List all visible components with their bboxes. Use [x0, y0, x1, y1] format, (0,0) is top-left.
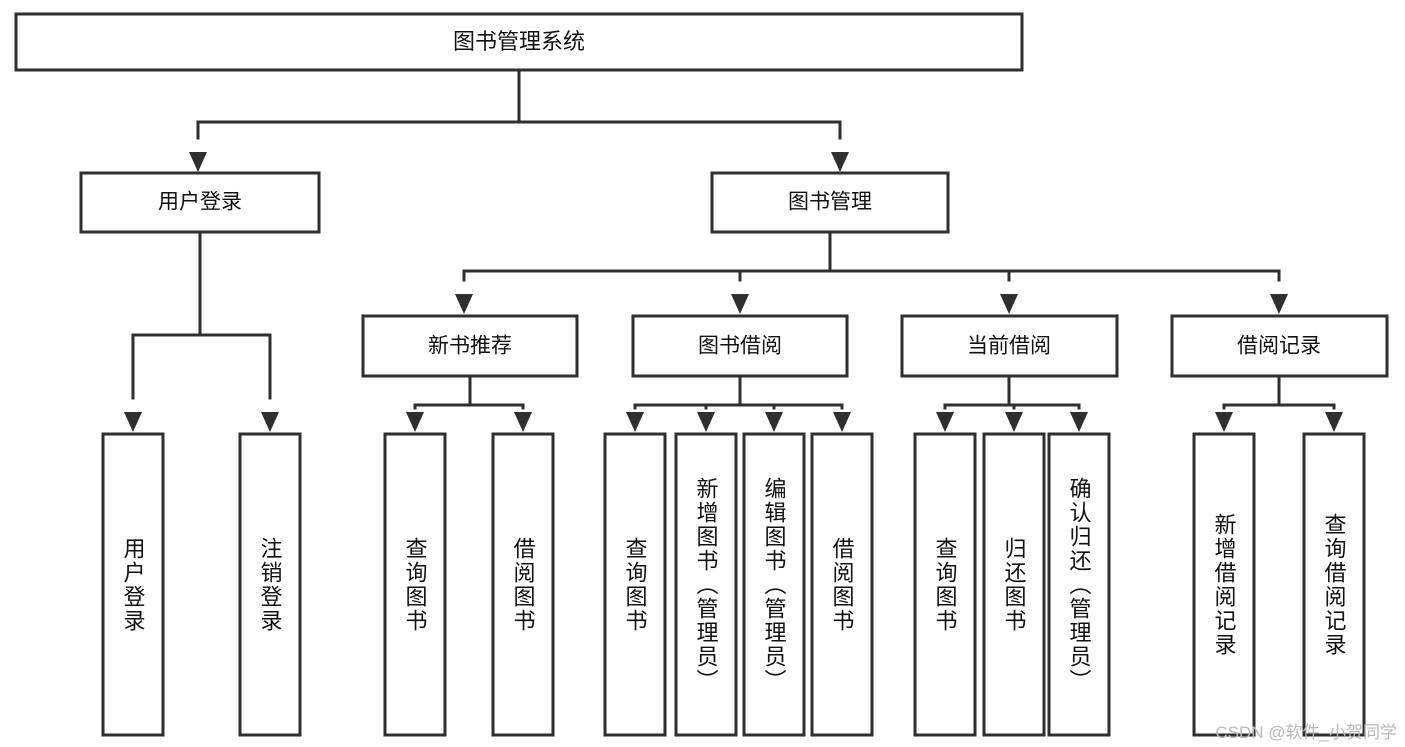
leaf-label: 注销登录 — [258, 537, 283, 633]
leaf-box[interactable] — [1302, 432, 1366, 737]
arrow-head-icon — [833, 412, 851, 432]
current-borrow-label: 当前借阅 — [967, 335, 1051, 358]
arrow-head-icon — [1215, 412, 1233, 432]
user-login-label: 用户登录 — [158, 191, 242, 214]
leaf-box[interactable] — [674, 432, 738, 737]
root-label: 图书管理系统 — [453, 29, 585, 54]
leaf-box[interactable] — [1047, 432, 1111, 737]
leaf-label: 查询图书 — [933, 537, 958, 633]
csdn-watermark: CSDN @软件_小贺同学 — [1215, 723, 1397, 742]
user-login-box[interactable] — [79, 171, 321, 234]
leaf-box[interactable] — [238, 432, 302, 737]
connector-userlogin-to-leaves — [124, 230, 279, 432]
leaf-node[interactable]: 用户登录 — [101, 432, 165, 737]
node-user-login[interactable]: 用户登录 — [79, 171, 321, 234]
leaf-box[interactable] — [603, 432, 667, 737]
arrow-head-icon — [1070, 412, 1088, 432]
leaf-node[interactable]: 查询图书 — [383, 432, 447, 737]
arrow-head-icon — [1270, 294, 1288, 314]
connector-currentborrow-to-leaves — [936, 374, 1088, 432]
leaf-node[interactable]: 借阅图书 — [810, 432, 874, 737]
arrow-head-icon — [406, 412, 424, 432]
leaf-label: 用户登录 — [121, 537, 146, 633]
leaf-box[interactable] — [742, 432, 806, 737]
leaf-node[interactable]: 注销登录 — [238, 432, 302, 737]
connector-bookmgmt-to-level2 — [455, 230, 1288, 314]
book-management-label: 图书管理 — [788, 191, 872, 214]
leaf-node[interactable]: 查询借阅记录 — [1302, 432, 1366, 737]
node-borrow-record[interactable]: 借阅记录 — [1170, 314, 1389, 378]
arrow-head-icon — [936, 412, 954, 432]
current-borrow-box[interactable] — [900, 314, 1119, 378]
borrow-record-label: 借阅记录 — [1237, 335, 1321, 358]
new-book-recommend-box[interactable] — [361, 314, 579, 378]
leaf-label: 新增借阅记录 — [1212, 513, 1237, 657]
connector-root-to-level1 — [189, 68, 849, 172]
leaf-label: 查询图书 — [623, 537, 648, 633]
leaf-label: 借阅图书 — [830, 537, 855, 633]
node-new-book-recommend[interactable]: 新书推荐 — [361, 314, 579, 378]
arrow-head-icon — [626, 412, 644, 432]
node-current-borrow[interactable]: 当前借阅 — [900, 314, 1119, 378]
node-book-management[interactable]: 图书管理 — [710, 171, 950, 234]
connector-newbook-to-leaves — [406, 374, 532, 432]
leaf-node[interactable]: 新增图书（管理员） — [674, 432, 738, 737]
arrow-head-icon — [189, 152, 207, 172]
arrow-head-icon — [1325, 412, 1343, 432]
arrow-head-icon — [831, 152, 849, 172]
arrow-head-icon — [455, 294, 473, 314]
leaf-label: 借阅图书 — [511, 537, 536, 633]
arrow-head-icon — [765, 412, 783, 432]
leaf-label: 编辑图书（管理员） — [762, 477, 787, 693]
arrow-head-icon — [124, 412, 142, 432]
leaf-node[interactable]: 查询图书 — [913, 432, 977, 737]
leaf-box[interactable] — [913, 432, 977, 737]
root-box[interactable] — [14, 12, 1024, 72]
leaf-node[interactable]: 确认归还（管理员） — [1047, 432, 1111, 737]
leaf-node[interactable]: 归还图书 — [982, 432, 1046, 737]
leaf-box[interactable] — [810, 432, 874, 737]
book-borrow-label: 图书借阅 — [698, 335, 782, 358]
leaf-node[interactable]: 借阅图书 — [491, 432, 555, 737]
arrow-head-icon — [1000, 294, 1018, 314]
leaf-label: 查询借阅记录 — [1322, 513, 1347, 657]
arrow-head-icon — [261, 412, 279, 432]
connector-bookborrow-to-leaves — [626, 374, 851, 432]
leaf-node[interactable]: 新增借阅记录 — [1192, 432, 1256, 737]
node-root[interactable]: 图书管理系统 — [14, 12, 1024, 72]
node-book-borrow[interactable]: 图书借阅 — [631, 314, 849, 378]
leaf-label: 归还图书 — [1002, 537, 1027, 633]
leaf-box[interactable] — [1192, 432, 1256, 737]
arrow-head-icon — [731, 294, 749, 314]
arrow-head-icon — [697, 412, 715, 432]
leaf-box[interactable] — [383, 432, 447, 737]
leaf-label: 新增图书（管理员） — [694, 477, 719, 693]
leaf-node[interactable]: 查询图书 — [603, 432, 667, 737]
arrow-head-icon — [1005, 412, 1023, 432]
new-book-recommend-label: 新书推荐 — [428, 335, 512, 358]
connector-borrowrecord-to-leaves — [1215, 374, 1343, 432]
leaf-box[interactable] — [982, 432, 1046, 737]
leaf-node[interactable]: 编辑图书（管理员） — [742, 432, 806, 737]
leaf-box[interactable] — [101, 432, 165, 737]
leaf-box[interactable] — [491, 432, 555, 737]
leaf-label: 查询图书 — [403, 537, 428, 633]
arrow-head-icon — [514, 412, 532, 432]
leaf-label: 确认归还（管理员） — [1067, 477, 1092, 693]
